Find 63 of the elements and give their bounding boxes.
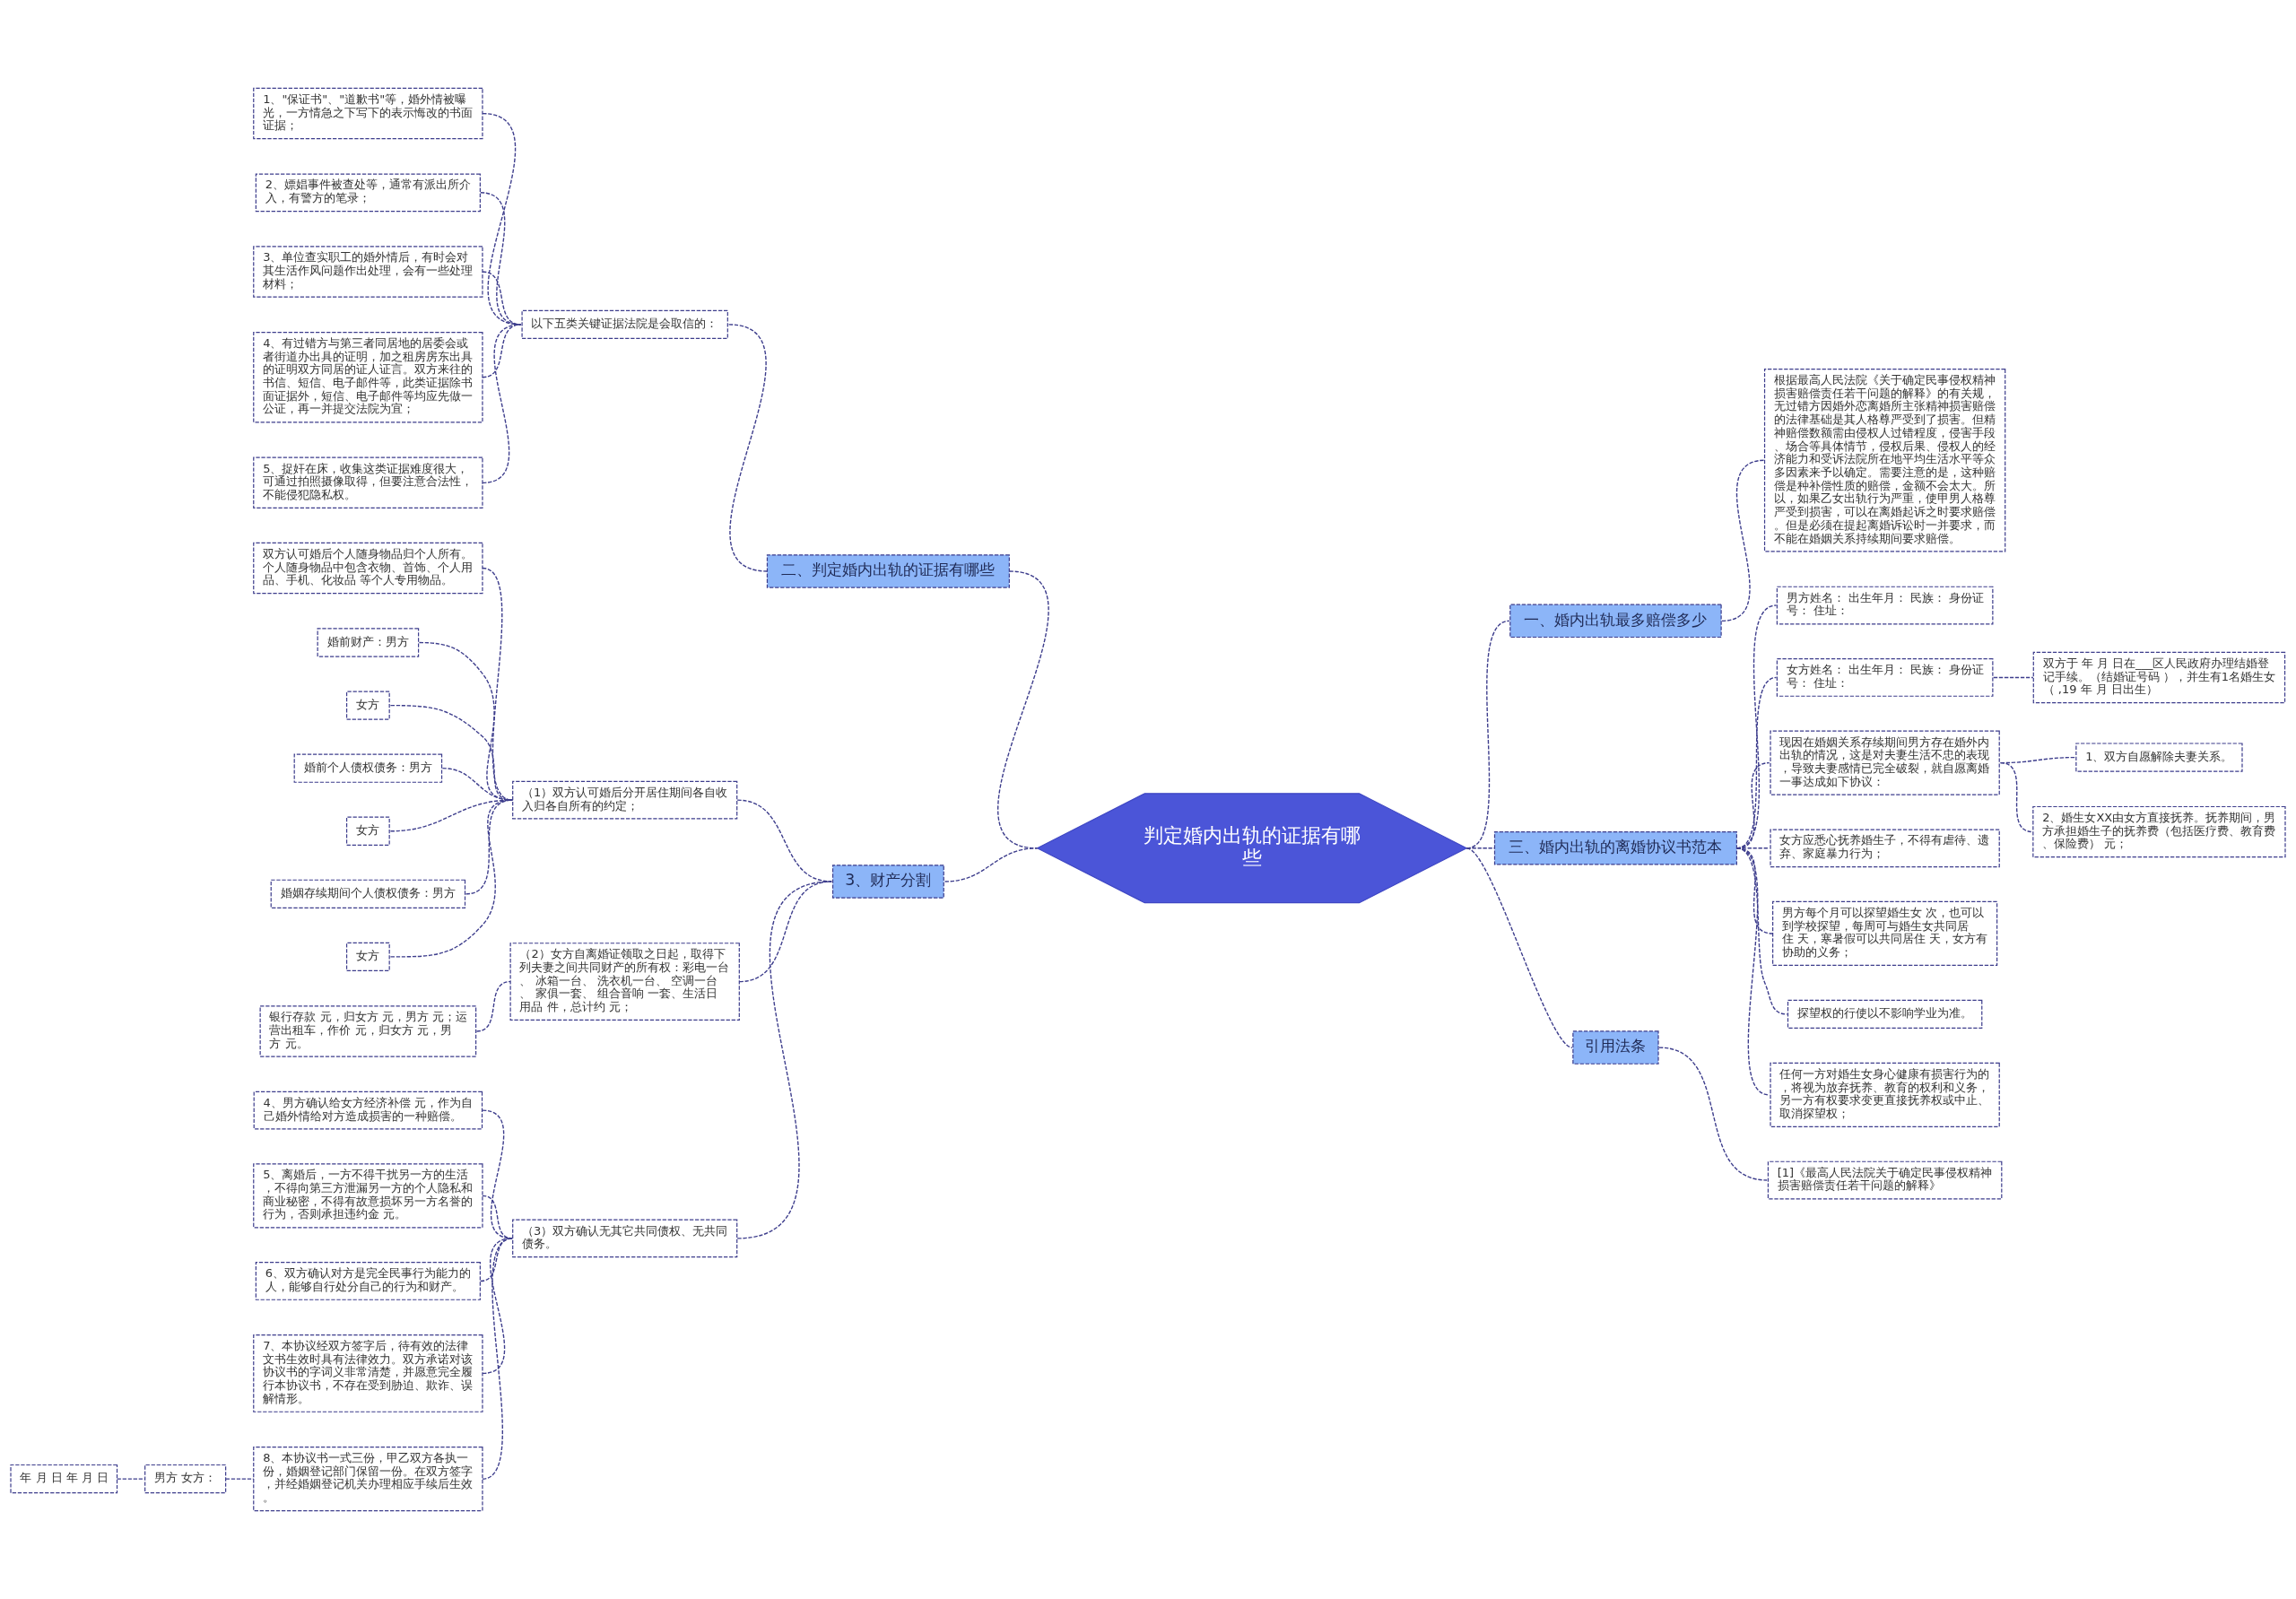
node-box: 男方每个月可以探望婚生女 次，也可以到学校探望，每周可与婚生女共同居住 天，寒暑假可以共同居住 天，女方有协助的义务； <box>1772 900 1998 966</box>
connector <box>1658 1047 1768 1181</box>
connector <box>997 570 1049 849</box>
connector <box>727 324 769 572</box>
node-box: 任何一方对婚生女身心健康有损害行为的，将视为放弃抚养、教育的权利和义务，另一方有权要求变更直接抚养权或中止、取消探望权； <box>1770 1062 2000 1127</box>
connector <box>389 704 513 801</box>
connector <box>1465 847 1573 1048</box>
node-box: 2、婚生女XX由女方直接抚养。抚养期间，男方承担婚生子的抚养费（包括医疗费、教育费、保险费） 元； <box>2032 805 2286 858</box>
node-box: 女方姓名： 出生年月： 民族： 身份证号： 住址： <box>1776 658 1994 697</box>
connector <box>224 1478 255 1480</box>
node-box: 二、判定婚内出轨的证据有哪些 <box>766 554 1010 588</box>
node-box: [1]《最高人民法院关于确定民事侵权精神损害赔偿责任若干问题的解释》 <box>1767 1160 2003 1200</box>
node-box: 婚前个人债权债务：男方 <box>293 753 443 783</box>
node-box: （3）双方确认无其它共同债权、无共同债务。 <box>512 1219 738 1258</box>
node-box: 1、"保证书"、"道歉书"等，婚外情被曝光，一方情急之下写下的表示悔改的书面证据； <box>253 87 483 140</box>
node-box: 6、双方确认对方是完全民事行为能力的人，能够自行处分自己的行为和财产。 <box>255 1262 481 1300</box>
node-box: 8、本协议书一式三份，甲乙双方各执一份，婚姻登记部门保留一份。在双方签字，并经婚姻登记机关办理相应手续后生效。 <box>253 1447 483 1512</box>
connector <box>944 847 1039 882</box>
node-box: 5、离婚后，一方不得干扰另一方的生活，不得向第三方泄漏另一方的个人隐私和商业秘密，不得有故意损坏另一方名誉的行为，否则承担违约金 元。 <box>253 1163 483 1229</box>
node-box: 7、本协议经双方签字后，待有效的法律文书生效时具有法律效力。双方承诺对该协议书的字词义非常清楚，并愿意完全履行本协议书，不存在受到胁迫、欺诈、误解情形。 <box>253 1334 483 1412</box>
node-box: 三、婚内出轨的离婚协议书范本 <box>1493 831 1737 865</box>
node-box: 双方于 年 月 日在___区人民政府办理结婚登记手续。（结婚证号码 ），并生有1名婚生女（ ,19 年 月 日出生） <box>2032 651 2286 704</box>
node-box: 一、婚内出轨最多赔偿多少 <box>1509 604 1722 639</box>
connector <box>475 980 511 1032</box>
node-box: 以下五类关键证据法院是会取信的： <box>521 309 728 340</box>
node-box: （1）双方认可婚后分开居住期间各自收入归各自所有的约定； <box>512 780 738 820</box>
connector <box>1999 761 2034 833</box>
node-box: 男方 女方： <box>144 1464 227 1494</box>
node-box: 男方姓名： 出生年月： 民族： 身份证号： 住址： <box>1776 586 1994 625</box>
node-box: 根据最高人民法院《关于确定民事侵权精神损害赔偿责任若干问题的解释》的有关规，无过错方因婚外恋离婚所主张精神损害赔偿的法律基础是其人格尊严受到了损害。但精神赔偿数额需由侵权人过错程度，侵害手段、场合等具体情节，侵权后果、侵权人的经济能力和受诉法院所在地平均生活水平等众多因素来予以确定。需要注意的是，这种赔偿是种补偿性质的赔偿，金额不会太大。所以，如果乙女出轨行为严重，使甲男人格尊严受到损害，可以在离婚起诉之时要求赔偿。但是必须在提起离婚诉讼时一并要求，而不能在婚姻关系持续期间要求赔偿。 <box>1763 369 2006 552</box>
connector <box>1993 676 2034 679</box>
connector <box>480 192 522 326</box>
connector <box>482 112 522 326</box>
connector <box>736 881 832 1239</box>
connector <box>482 1238 513 1480</box>
node-box: 双方认可婚后个人随身物品归个人所有。个人随身物品中包含衣物、首饰、个人用品、手机、化妆品 等个人专用物品。 <box>253 542 483 595</box>
connector <box>482 324 522 484</box>
node-box: 女方 <box>345 816 390 846</box>
node-box: 女方 <box>345 942 390 972</box>
node-box: 探望权的行使以不影响学业为准。 <box>1787 999 1983 1030</box>
connector <box>116 1478 146 1480</box>
connector <box>389 799 513 958</box>
node-box: 年 月 日 年 月 日 <box>10 1464 118 1494</box>
node-box: 婚姻存续期间个人债权债务：男方 <box>270 879 466 908</box>
connector <box>1721 459 1766 621</box>
connector <box>441 768 513 801</box>
connector <box>1735 847 1770 1096</box>
node-box: 1、双方自愿解除夫妻关系。 <box>2075 743 2243 772</box>
connector <box>465 799 513 895</box>
node-box: 女方 <box>345 691 390 720</box>
node-box: 现因在婚姻关系存续期间男方存在婚外内出轨的情况，这是对夫妻生活不忠的表现，导致夫妻感情已完全破裂，就自愿离婚一事达成如下协议： <box>1770 730 2000 795</box>
node-box: 3、财产分割 <box>831 865 944 899</box>
node-box: 3、单位查实职工的婚外情后，有时会对其生活作风问题作出处理，会有一些处理材料； <box>253 246 483 298</box>
node-box: 4、男方确认给女方经济补偿 元，作为自己婚外情给对方造成损害的一种赔偿。 <box>253 1091 483 1130</box>
node-box: 4、有过错方与第三者同居地的居委会或者街道办出具的证明，加之租房房东出具的证明双方同居的证人证言。双方来往的书信、短信、电子邮件等，此类证据除书面证据外，短信、电子邮件等均应先做一公证，再一并提交法院为宜； <box>253 331 483 423</box>
node-box: 5、捉奸在床，收集这类证据难度很大，可通过拍照摄像取得，但要注意合法性，不能侵犯隐私权。 <box>253 456 483 509</box>
node-box: 2、嫖娼事件被查处等，通常有派出所介入，有警方的笔录； <box>255 173 481 213</box>
node-box: （2）女方自离婚证领取之日起，取得下列夫妻之间共同财产的所有权：彩电一台、 冰箱一台、 洗衣机一台、 空调一台、 家俱一套、 组合音响 一套、生活日用品 件，总计约 元； <box>509 943 740 1021</box>
connector <box>418 641 513 801</box>
node-box: 女方应悉心抚养婚生子，不得有虐待、遗弃、家庭暴力行为； <box>1770 829 2000 868</box>
node-box: 婚前财产：男方 <box>317 628 420 657</box>
node-box: 银行存款 元，归女方 元，男方 元；运营出租车，作价 元，归女方 元，男方 元。 <box>259 1005 477 1057</box>
node-box: 引用法条 <box>1572 1030 1659 1065</box>
